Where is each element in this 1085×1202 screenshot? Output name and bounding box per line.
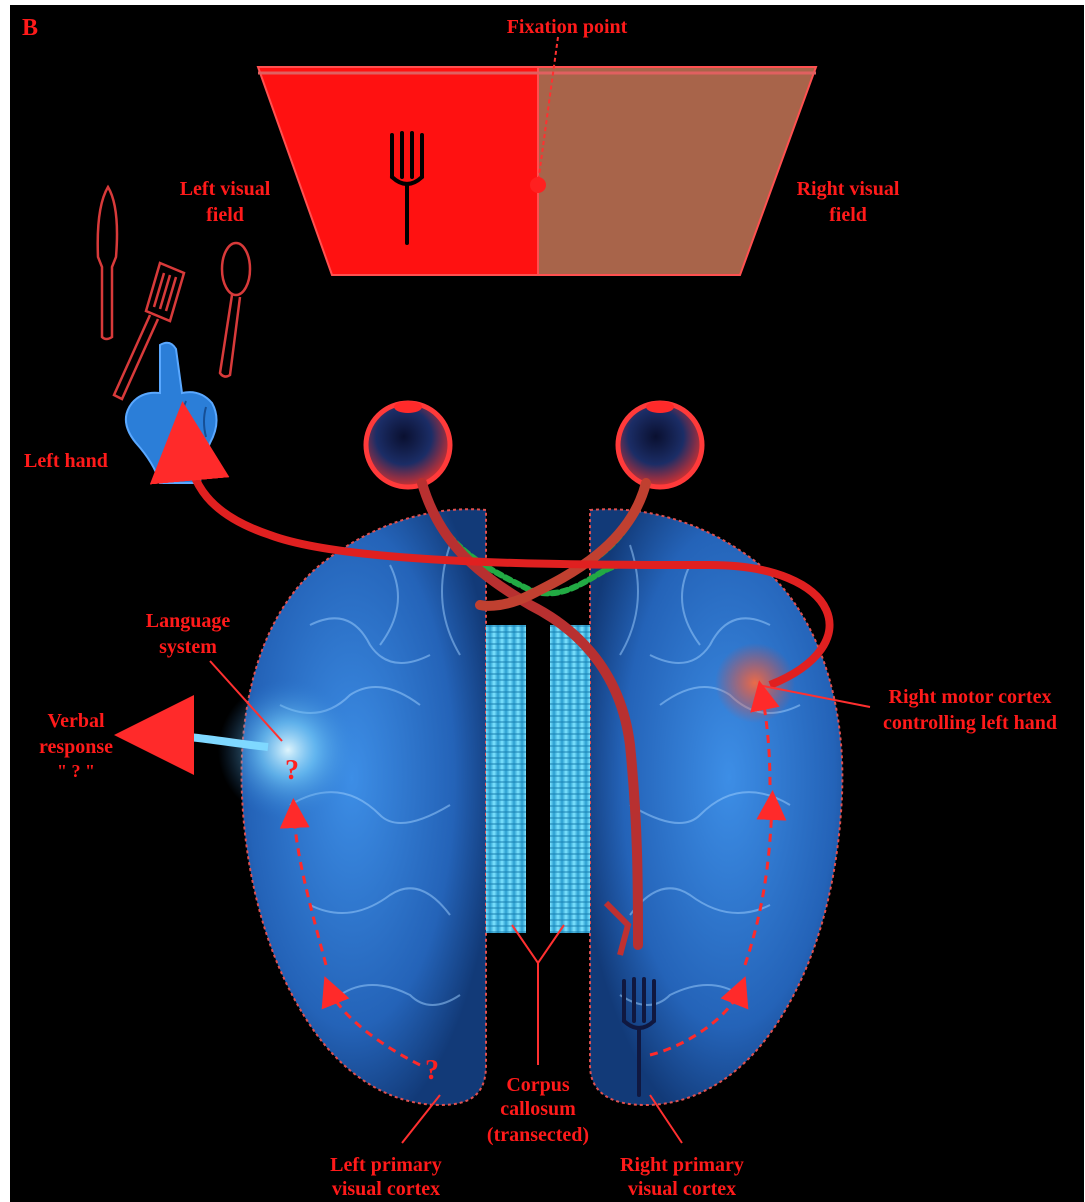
left-visual-field-panel [258,67,538,275]
panel-letter: B [22,15,38,41]
diagram-frame: B Fixation point Left visual field Right… [10,5,1084,1202]
spoon-icon [220,243,250,377]
language-system-label-line2: system [159,636,217,658]
right-motor-cortex-label-line2: controlling left hand [883,712,1057,734]
fixation-point-label: Fixation point [507,16,628,38]
left-visual-field-label-line2: field [206,204,244,226]
right-visual-field-label-line1: Right visual [797,178,900,200]
right-hemisphere [590,509,842,1105]
corpus-callosum [486,605,590,935]
verbal-response-label-line3: " ? " [57,761,95,781]
verbal-response-label-line1: Verbal [47,710,104,732]
corpus-callosum-label-line2: callosum [500,1098,576,1120]
corpus-callosum-leader [512,925,564,1065]
visual-field-screen [258,37,816,275]
eye-icon [366,401,450,487]
corpus-callosum-label-line3: (transected) [487,1124,589,1146]
left-hand-label: Left hand [24,450,108,472]
verbal-response-label-line2: response [39,736,113,758]
pointing-hand-icon [126,343,217,483]
right-visual-field-label-line2: field [829,204,867,226]
language-system-glow [218,680,358,820]
visual-cortex-question-mark: ? [425,1055,439,1086]
fixation-point-dot [530,177,546,193]
right-motor-cortex-label-line1: Right motor cortex [889,686,1052,708]
left-primary-visual-cortex-label-line1: Left primary [330,1154,442,1176]
right-visual-field-panel [538,67,816,275]
language-system-label-line1: Language [146,610,231,632]
language-question-mark: ? [285,755,299,786]
left-primary-visual-cortex-label-line2: visual cortex [332,1178,440,1200]
left-hemisphere [218,509,486,1105]
split-brain-diagram: B Fixation point Left visual field Right… [10,5,1084,1202]
knife-icon [98,187,117,339]
corpus-callosum-label-line1: Corpus [506,1074,570,1096]
right-primary-visual-cortex-label-line2: visual cortex [628,1178,736,1200]
right-primary-visual-cortex-label-line1: Right primary [620,1154,744,1176]
left-visual-field-label-line1: Left visual [180,178,271,200]
eye-icon [618,401,702,487]
